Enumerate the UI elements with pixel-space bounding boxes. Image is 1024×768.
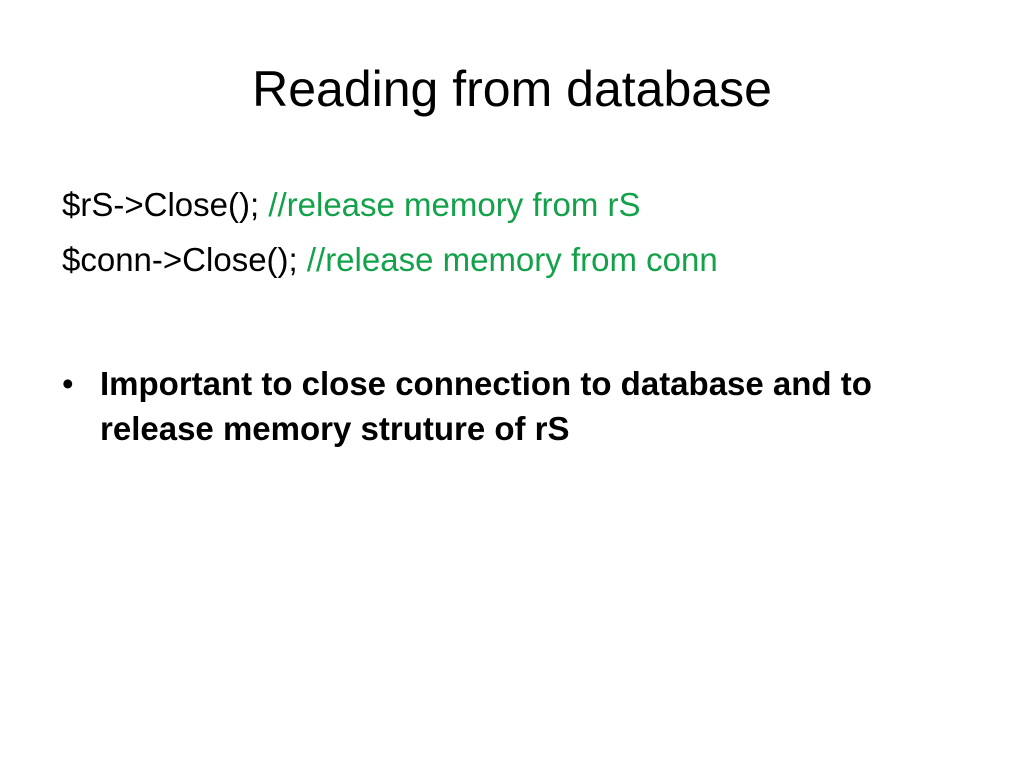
code-line-rs-close: $rS->Close(); //release memory from rS [62,188,942,221]
bullet-item: • Important to close connection to datab… [62,362,942,452]
slide-title: Reading from database [252,61,772,117]
code-text: $conn->Close(); [62,241,307,278]
bullet-icon: • [62,365,74,402]
code-comment: //release memory from rS [268,186,641,223]
bullet-text: Important to close connection to databas… [100,365,872,447]
code-comment: //release memory from conn [306,241,718,278]
code-line-conn-close: $conn->Close(); //release memory from co… [62,243,942,276]
spacer [62,298,942,362]
slide-body: $rS->Close(); //release memory from rS $… [62,188,942,452]
code-text: $rS->Close(); [62,186,269,223]
